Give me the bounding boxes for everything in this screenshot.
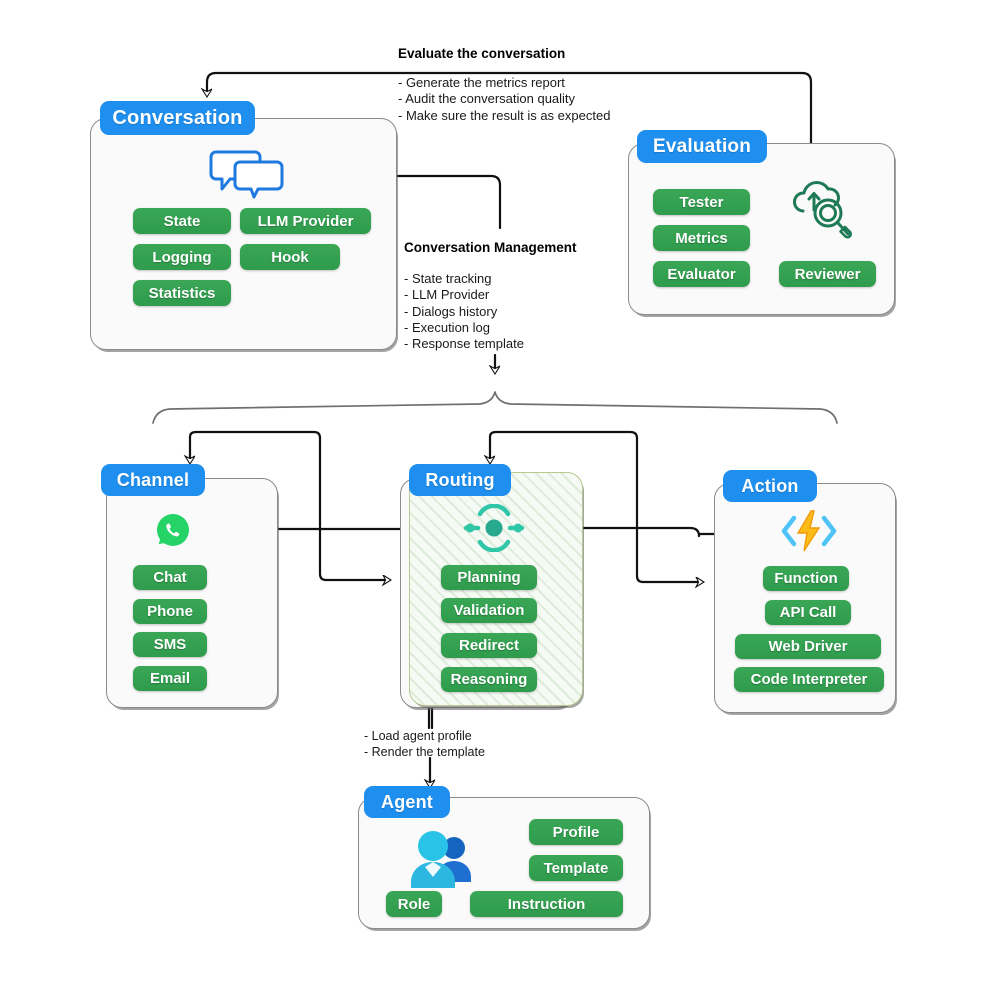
pill-profile[interactable]: Profile (529, 819, 623, 845)
cloud-magnifier-icon (793, 181, 852, 239)
annotation-evaluate-line-3: - Make sure the result is as expected (398, 107, 611, 123)
annotation-cm-line-5: - Response template (404, 336, 524, 352)
pill-function[interactable]: Function (763, 566, 849, 591)
pill-api-call[interactable]: API Call (765, 600, 851, 625)
pill-code-interpreter[interactable]: Code Interpreter (734, 667, 884, 692)
pill-tester[interactable]: Tester (653, 189, 750, 215)
annotation-conversation-management-title: Conversation Management (404, 240, 577, 255)
routing-node-icon (463, 504, 525, 552)
pill-reviewer[interactable]: Reviewer (779, 261, 876, 287)
annotation-cm-line-3: - Dialogs history (404, 303, 498, 319)
action-title-chip[interactable]: Action (723, 470, 817, 502)
pill-instruction[interactable]: Instruction (470, 891, 623, 917)
annotation-cm-line-4: - Execution log (404, 319, 490, 335)
agent-title-chip[interactable]: Agent (364, 786, 450, 818)
annotation-agent-steps: - Load agent profile - Render the templa… (364, 728, 485, 760)
annotation-cm-line-1: - State tracking (404, 271, 492, 286)
users-icon (411, 831, 471, 888)
pill-state[interactable]: State (133, 208, 231, 234)
pill-chat[interactable]: Chat (133, 565, 207, 590)
pill-web-driver[interactable]: Web Driver (735, 634, 881, 659)
annotation-conversation-management: Conversation Management - State tracking… (404, 240, 577, 352)
pill-validation[interactable]: Validation (441, 598, 537, 623)
brace-fanout (152, 391, 838, 424)
pill-statistics[interactable]: Statistics (133, 280, 231, 306)
evaluation-title-chip[interactable]: Evaluation (637, 130, 767, 163)
annotation-evaluate: Evaluate the conversation - Generate the… (398, 46, 610, 124)
annotation-evaluate-line-1: - Generate the metrics report (398, 75, 565, 90)
pill-metrics[interactable]: Metrics (653, 225, 750, 251)
routing-title-chip[interactable]: Routing (409, 464, 511, 496)
pill-evaluator[interactable]: Evaluator (653, 261, 750, 287)
conversation-title-chip[interactable]: Conversation (100, 101, 255, 135)
annotation-evaluate-title: Evaluate the conversation (398, 46, 566, 61)
annotation-cm-line-2: - LLM Provider (404, 287, 490, 303)
pill-sms[interactable]: SMS (133, 632, 207, 657)
channel-title-chip[interactable]: Channel (101, 464, 205, 496)
lightning-code-icon (781, 510, 837, 552)
whatsapp-icon (157, 514, 189, 546)
annotation-evaluate-line-2: - Audit the conversation quality (398, 91, 576, 107)
pill-role[interactable]: Role (386, 891, 442, 917)
pill-redirect[interactable]: Redirect (441, 633, 537, 658)
annotation-agent-line-1: - Load agent profile (364, 729, 472, 743)
pill-reasoning[interactable]: Reasoning (441, 667, 537, 692)
pill-phone[interactable]: Phone (133, 599, 207, 624)
pill-logging[interactable]: Logging (133, 244, 231, 270)
chat-bubbles-icon (209, 150, 284, 199)
pill-template[interactable]: Template (529, 855, 623, 881)
pill-llm-provider[interactable]: LLM Provider (240, 208, 371, 234)
pill-hook[interactable]: Hook (240, 244, 340, 270)
pill-planning[interactable]: Planning (441, 565, 537, 590)
pill-email[interactable]: Email (133, 666, 207, 691)
annotation-agent-line-2: - Render the template (364, 745, 485, 759)
